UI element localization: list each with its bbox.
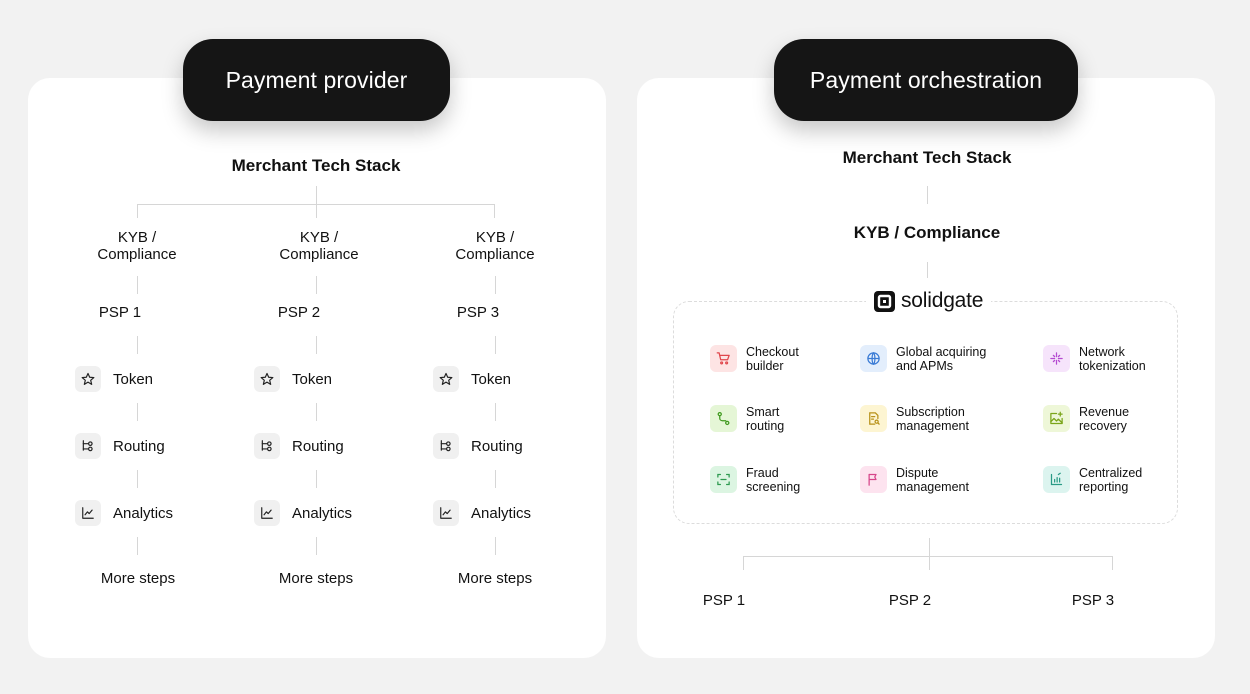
connector [929, 556, 930, 570]
right-merchant-tech-stack: Merchant Tech Stack [842, 148, 1012, 167]
right-psp-1: PSP 1 [702, 592, 746, 609]
right-psp-2: PSP 2 [888, 592, 932, 609]
routing-step-1: Routing [75, 433, 165, 459]
connector [137, 470, 138, 488]
connector [316, 336, 317, 354]
payment-provider-panel [28, 78, 606, 658]
token-step-3: Token [433, 366, 511, 392]
connector [316, 186, 317, 204]
report-icon [1043, 466, 1070, 493]
more-steps-2: More steps [278, 570, 354, 587]
network-icon [1043, 345, 1070, 372]
connector [495, 403, 496, 421]
star-icon [433, 366, 459, 392]
route-icon [254, 433, 280, 459]
connector [743, 556, 1113, 557]
solidgate-logo-icon [874, 290, 895, 312]
connector [316, 204, 317, 218]
analytics-step-3: Analytics [433, 500, 531, 526]
connector [495, 276, 496, 294]
route-icon [710, 405, 737, 432]
scan-icon [710, 466, 737, 493]
cart-icon [710, 345, 737, 372]
connector [316, 403, 317, 421]
kyb-compliance-2: KYB /Compliance [279, 229, 359, 263]
kyb-compliance-1: KYB /Compliance [97, 229, 177, 263]
connector [929, 538, 930, 556]
connector [137, 336, 138, 354]
connector [494, 204, 495, 218]
star-icon [75, 366, 101, 392]
left-merchant-tech-stack: Merchant Tech Stack [231, 156, 401, 175]
connector [316, 537, 317, 555]
chart-icon [433, 500, 459, 526]
left-psp-2: PSP 2 [277, 304, 321, 321]
right-kyb-compliance: KYB / Compliance [853, 223, 1001, 242]
right-psp-3: PSP 3 [1071, 592, 1115, 609]
payment-orchestration-title: Payment orchestration [774, 39, 1078, 121]
image-plus-icon [1043, 405, 1070, 432]
token-step-1: Token [75, 366, 153, 392]
connector [137, 204, 138, 218]
connector [137, 537, 138, 555]
connector [927, 262, 928, 278]
payment-provider-title: Payment provider [183, 39, 450, 121]
connector [927, 186, 928, 204]
routing-step-2: Routing [254, 433, 344, 459]
connector [137, 403, 138, 421]
connector [495, 470, 496, 488]
document-search-icon [860, 405, 887, 432]
left-psp-1: PSP 1 [98, 304, 142, 321]
left-psp-3: PSP 3 [456, 304, 500, 321]
kyb-compliance-3: KYB /Compliance [455, 229, 535, 263]
more-steps-1: More steps [100, 570, 176, 587]
analytics-step-2: Analytics [254, 500, 352, 526]
globe-icon [860, 345, 887, 372]
connector [137, 204, 494, 205]
connector [743, 556, 744, 570]
connector [316, 276, 317, 294]
token-step-2: Token [254, 366, 332, 392]
flag-icon [860, 466, 887, 493]
routing-step-3: Routing [433, 433, 523, 459]
route-icon [75, 433, 101, 459]
connector [316, 470, 317, 488]
chart-icon [75, 500, 101, 526]
more-steps-3: More steps [457, 570, 533, 587]
connector [495, 336, 496, 354]
chart-icon [254, 500, 280, 526]
connector [1112, 556, 1113, 570]
solidgate-logo: solidgate [866, 289, 992, 313]
connector [137, 276, 138, 294]
analytics-step-1: Analytics [75, 500, 173, 526]
star-icon [254, 366, 280, 392]
connector [495, 537, 496, 555]
route-icon [433, 433, 459, 459]
